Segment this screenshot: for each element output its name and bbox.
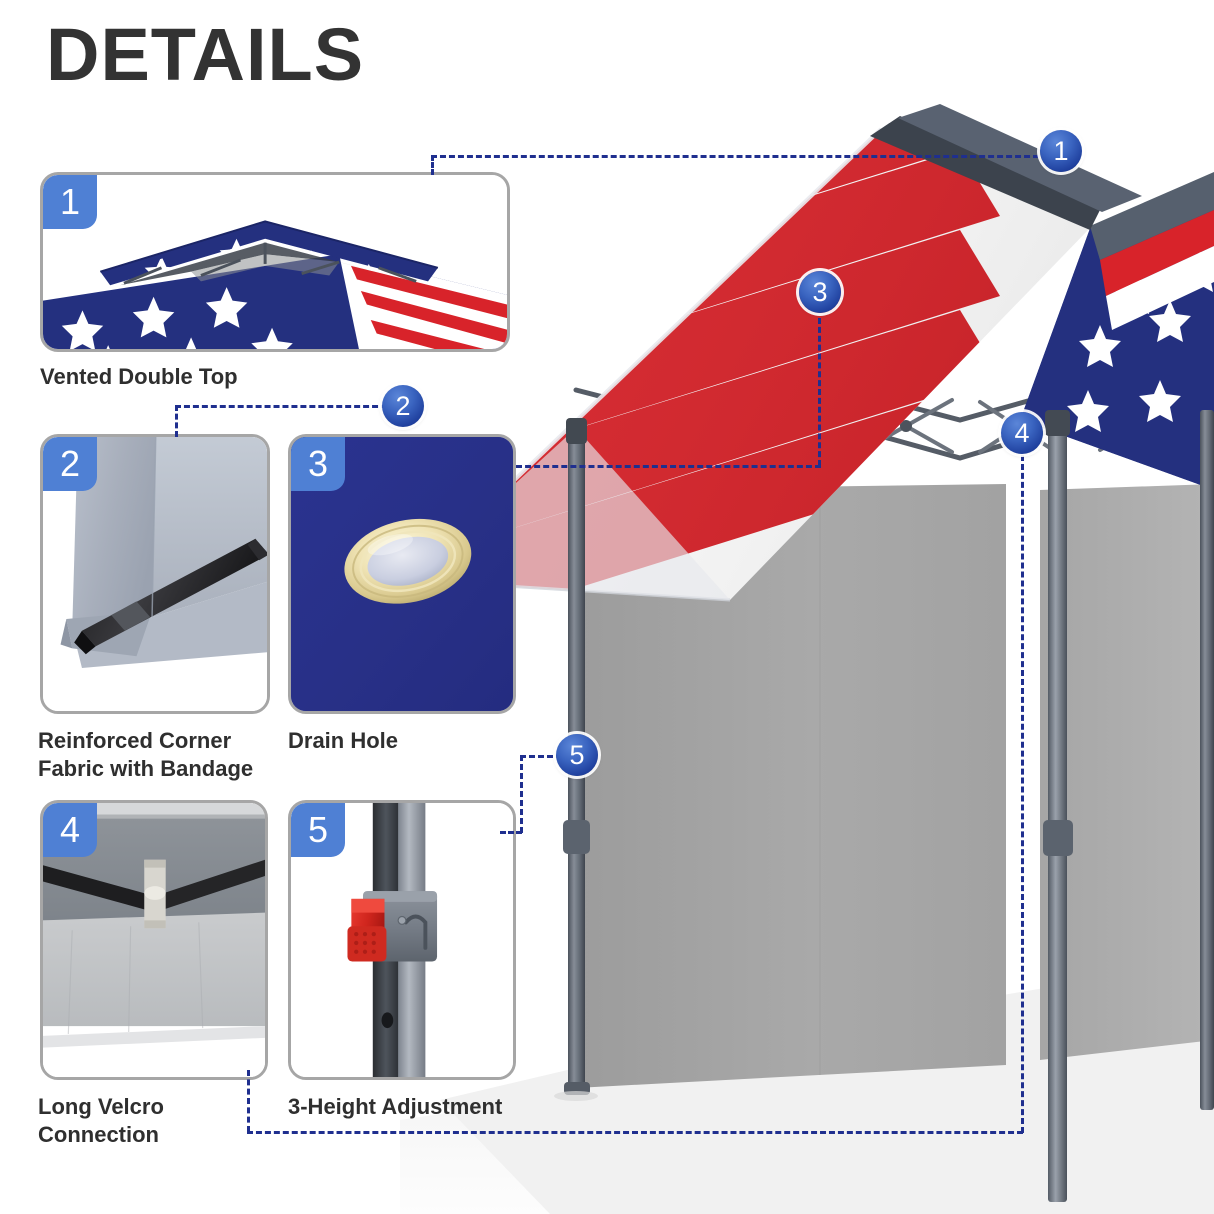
callout-marker-3[interactable]: 3	[799, 271, 841, 313]
detail-card-5-number: 5	[307, 809, 329, 850]
callout-marker-4[interactable]: 4	[1001, 412, 1043, 454]
detail-card-4-badge: 4	[43, 803, 97, 857]
detail-card-3-caption: Drain Hole	[288, 728, 399, 753]
connector-2-horizontal	[175, 405, 387, 408]
detail-card-5-caption: 3-Height Adjustment	[288, 1094, 503, 1119]
callout-marker-2-label: 2	[395, 390, 411, 421]
connector-3-horizontal	[516, 465, 821, 468]
detail-card-1-photo	[43, 175, 507, 349]
callout-marker-5-label: 5	[569, 739, 585, 770]
connector-1-horizontal	[431, 155, 1048, 158]
connector-1-vertical	[431, 155, 434, 175]
detail-card-3-photo	[291, 437, 513, 711]
detail-card-2-caption: Reinforced Corner Fabric with Bandage	[38, 728, 254, 781]
detail-card-1-number: 1	[59, 181, 81, 222]
connector-2-vertical	[175, 405, 178, 437]
detail-card-1-badge: 1	[43, 175, 97, 229]
connector-5-horizontal-end	[500, 831, 522, 834]
callout-marker-4-label: 4	[1014, 417, 1030, 448]
callout-marker-1-label: 1	[1053, 135, 1069, 166]
connector-4-vertical-end	[247, 1070, 250, 1132]
connector-4-horizontal	[247, 1131, 1023, 1134]
callout-marker-2[interactable]: 2	[382, 385, 424, 427]
detail-card-1[interactable]: 1	[40, 172, 510, 352]
detail-card-5[interactable]: 5	[288, 800, 516, 1080]
callout-marker-5[interactable]: 5	[556, 734, 598, 776]
detail-card-3[interactable]: 3	[288, 434, 516, 714]
page-title: DETAILS	[46, 13, 365, 96]
detail-card-3-number: 3	[307, 443, 329, 484]
detail-card-1-caption: Vented Double Top	[40, 364, 238, 389]
connector-5-horizontal	[520, 755, 562, 758]
detail-card-4-caption: Long Velcro Connection	[38, 1094, 164, 1147]
connector-5-vertical	[520, 755, 523, 833]
hero-product-image	[400, 60, 1214, 1214]
callout-marker-1[interactable]: 1	[1040, 130, 1082, 172]
detail-card-2-number: 2	[59, 443, 81, 484]
detail-card-3-badge: 3	[291, 437, 345, 491]
detail-card-4-number: 4	[59, 809, 81, 850]
detail-card-4[interactable]: 4	[40, 800, 268, 1080]
callout-marker-3-label: 3	[812, 276, 828, 307]
detail-card-5-badge: 5	[291, 803, 345, 857]
connector-4-vertical	[1021, 455, 1024, 1133]
connector-3-vertical	[818, 318, 821, 466]
detail-card-2[interactable]: 2	[40, 434, 270, 714]
detail-card-2-badge: 2	[43, 437, 97, 491]
